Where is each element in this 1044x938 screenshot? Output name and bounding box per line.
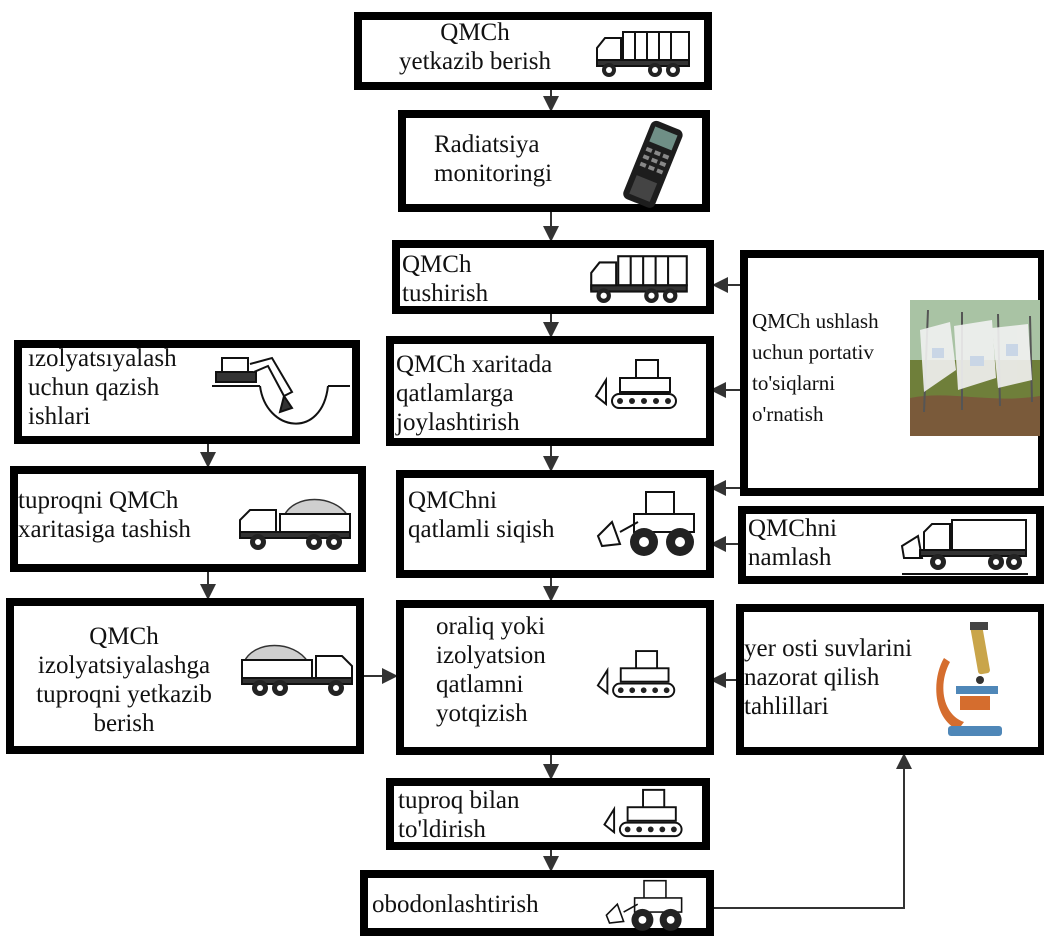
node-excavation: [14, 340, 360, 444]
node-soil-fill-label: tuproq bilan to'ldirish: [398, 787, 520, 843]
node-fences-label: QMCh ushlash uchun portativ to'siqlarni …: [752, 309, 879, 426]
dump-truck-icon: [596, 31, 690, 77]
node-soil-transport-label: tuproqni QMCh xaritasiga tashish: [18, 487, 191, 543]
microscope-icon: [936, 622, 1002, 736]
node-landscaping-label: obodonlashtirish: [372, 891, 539, 918]
water-truck-icon: [900, 519, 1028, 575]
node-compaction-label: QMChni qatlamli siqish: [408, 487, 555, 543]
node-excavation-label: ızolyatsıyalash uchun qazish ishlari: [28, 345, 177, 430]
loaded-truck-icon: [241, 644, 353, 696]
node-soil-transport: [10, 466, 366, 572]
bulldozer-icon: [594, 359, 677, 409]
wheel-loader-icon: [605, 879, 683, 931]
node-groundwater-label: yer osti suvlarini nazorat qilish tahlil…: [744, 635, 913, 720]
node-soil-delivery-label: QMCh izolyatsiyalashga tuproqni yetkazib…: [36, 623, 212, 737]
wheel-loader-icon: [596, 491, 695, 556]
bulldozer-icon: [603, 788, 683, 838]
node-map-layers-label: QMCh xaritada qatlamlarga joylashtirish: [396, 351, 553, 436]
bulldozer-icon: [596, 650, 676, 698]
node-wetting-label: QMChni namlash: [748, 515, 837, 571]
node-delivery: [354, 12, 712, 90]
loaded-truck-icon: [239, 498, 351, 550]
node-compaction: [396, 470, 714, 578]
fence-photo: [910, 300, 1040, 436]
node-interlayer-label: oraliq yoki izolyatsion qatlamni yotqizi…: [436, 613, 546, 727]
arrow-landscaping-to-groundwater: [714, 753, 912, 909]
dump-truck-icon: [590, 255, 688, 303]
node-radiation-label: Radiatsiya monitoringi: [434, 131, 553, 187]
node-delivery-label: QMCh yetkazib berish: [398, 19, 552, 75]
excavator-icon: [212, 356, 350, 425]
node-unloading-label: QMCh tushirish: [402, 251, 489, 307]
dosimeter-icon: [623, 120, 683, 208]
